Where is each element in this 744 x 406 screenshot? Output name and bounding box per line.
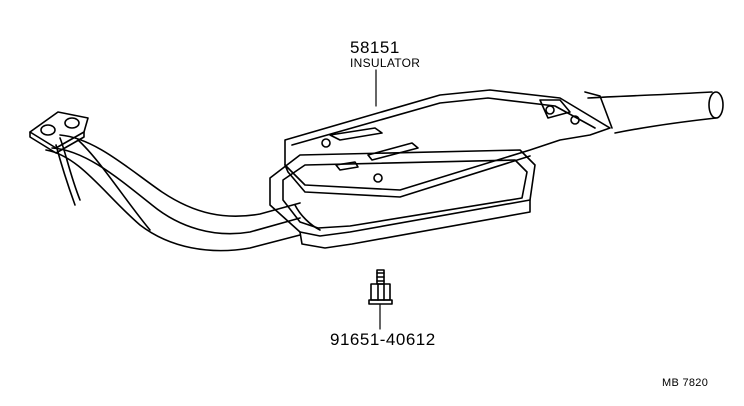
heat-insulator	[284, 89, 611, 198]
drawing-code: MB 7820	[662, 377, 709, 389]
bolt-part-number: 91651-40612	[330, 330, 436, 349]
catalytic-converter	[269, 149, 536, 249]
insulator-part-number: 58151	[350, 38, 400, 57]
front-exhaust-pipe	[45, 134, 301, 252]
tail-pipe	[584, 91, 724, 134]
pipe-flange	[29, 111, 89, 154]
bolt	[368, 269, 393, 305]
insulator-part-name: INSULATOR	[350, 56, 421, 70]
